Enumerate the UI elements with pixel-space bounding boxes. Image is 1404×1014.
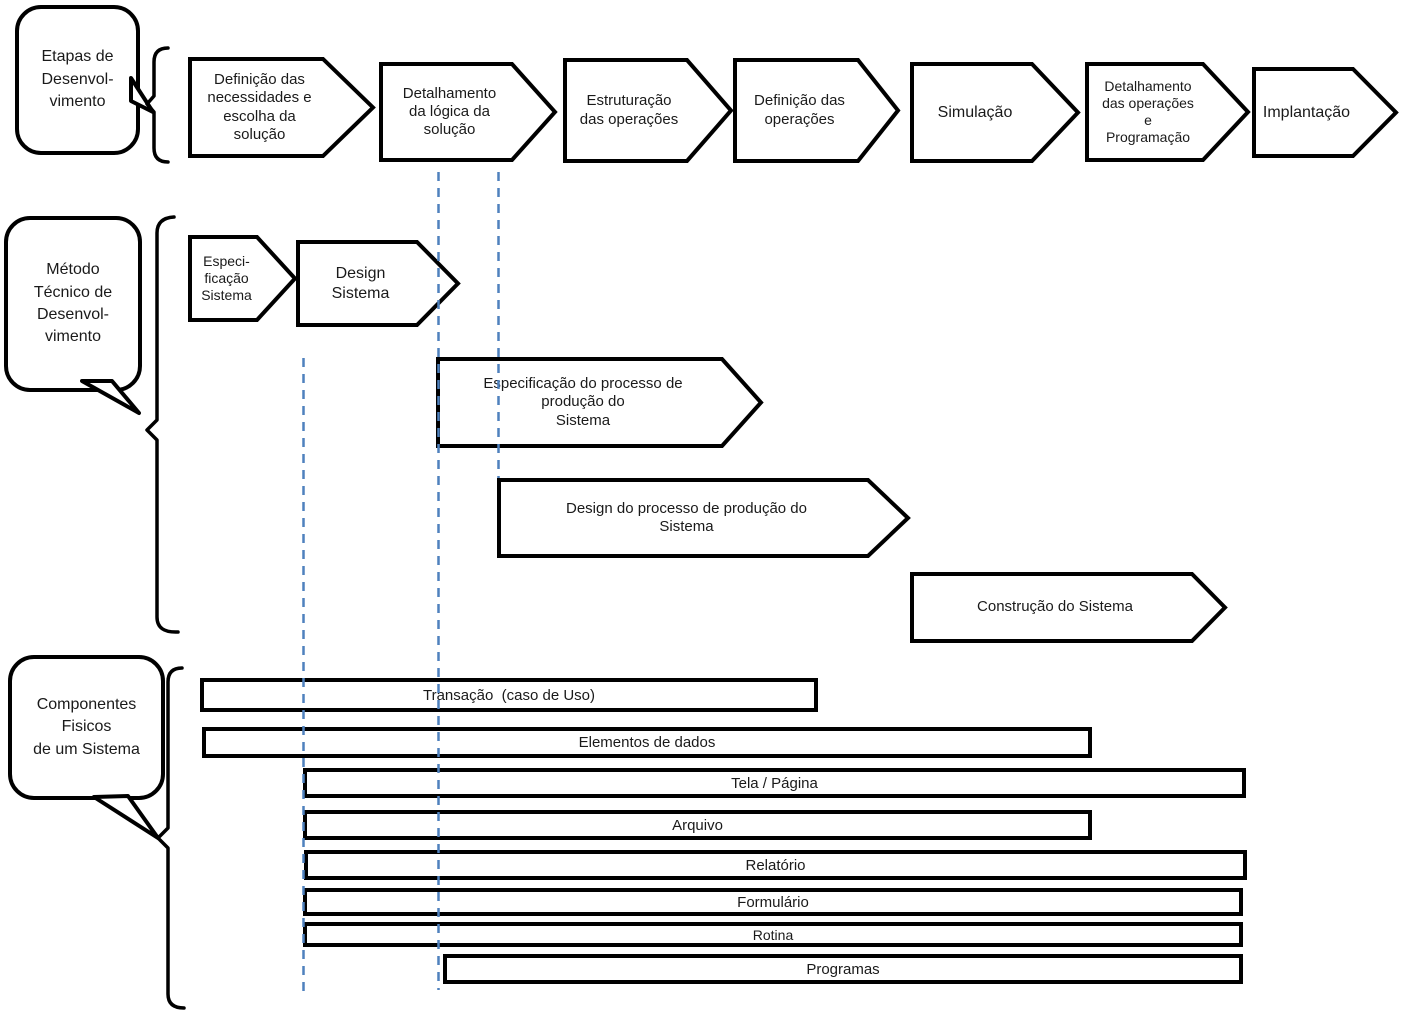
component-bar-label: Elementos de dados [578,734,716,751]
component-bar-label: Arquivo [672,816,723,834]
component-bar-arquivo: Arquivo [303,810,1092,840]
stage-arrow-detalhamento-logica: Detalhamento da lógica da solução [379,62,558,162]
component-bar-label: Formulário [737,893,809,911]
brace-etapas [145,46,170,164]
component-bar-programas: Programas [443,954,1243,984]
callout-metodo: Método Técnico de Desenvol- vimento [4,216,142,392]
method-arrow-design-sistema: Design Sistema [296,240,461,327]
component-bar-relatorio: Relatório [304,850,1247,880]
component-bar-label: Programas [806,960,880,978]
chevron-shape [910,572,1228,643]
chevron-shape [379,62,558,162]
component-bar-tela-pagina: Tela / Página [303,768,1246,798]
method-arrow-especificacao-sistema: Especi- ficação Sistema [188,235,298,322]
method-arrow-label: Especificação do processo de produção do… [483,375,683,429]
method-arrow-design-processo: Design do processo de produção do Sistem… [497,478,911,558]
component-bar-transacao: Transação (caso de Uso) [200,678,818,712]
callout-componentes: Componentes Fisicos de um Sistema [8,655,165,800]
brace-metodo [145,215,180,634]
callout-etapas: Etapas de Desenvol- vimento [15,5,140,155]
stage-arrow-definicao-necessidades: Definição das necessidades e escolha da … [188,57,376,158]
component-bar-rotina: Rotina [303,922,1243,947]
stage-arrow-implantacao: Implantação [1252,67,1399,158]
component-bar-label: Relatório [745,856,806,874]
chevron-shape [563,58,734,163]
chevron-shape [188,57,376,158]
callout-componentes-label: Componentes Fisicos de um Sistema [33,695,140,758]
method-arrow-label: Design do processo de produção do Sistem… [566,499,807,535]
stage-arrow-detalhamento-programacao: Detalhamento das operações e Programação [1085,62,1251,162]
chevron-shape [733,58,901,163]
stage-arrow-label: Definição das necessidades e escolha da … [207,70,312,143]
callout-etapas-label: Etapas de Desenvol- vimento [41,48,114,111]
stage-arrow-label: Implantação [1262,103,1351,121]
component-bar-label: Rotina [752,926,794,943]
chevron-shape [910,62,1081,163]
chevron-shape [497,478,911,558]
stage-arrow-label: Detalhamento da lógica da solução [402,84,497,139]
stage-arrow-label: Detalhamento das operações e Programação [1102,78,1194,145]
stage-arrow-label: Definição das operações [754,92,845,128]
component-bar-elementos-dados: Elementos de dados [202,727,1092,758]
component-bar-formulario: Formulário [303,888,1243,916]
component-bar-label: Transação (caso de Uso) [422,686,596,704]
method-arrow-especificacao-processo: Especificação do processo de produção do… [436,357,764,448]
chevron-shape [1252,67,1399,158]
stage-arrow-estruturacao: Estruturação das operações [563,58,734,163]
callout-componentes-tail [92,794,160,840]
chevron-shape [188,235,298,322]
method-arrow-label: Especi- ficação Sistema [201,252,252,304]
method-arrow-label: Construção do Sistema [977,598,1133,616]
method-arrow-construcao-sistema: Construção do Sistema [910,572,1228,643]
method-arrow-label: Design Sistema [331,264,390,302]
stage-arrow-simulacao: Simulação [910,62,1081,163]
callout-metodo-label: Método Técnico de Desenvol- vimento [33,261,113,346]
component-bar-label: Tela / Página [731,774,818,792]
stage-arrow-label: Estruturação das operações [579,92,679,128]
chevron-shape [1085,62,1251,162]
stage-arrow-label: Simulação [937,103,1013,121]
stage-arrow-definicao-operacoes: Definição das operações [733,58,901,163]
